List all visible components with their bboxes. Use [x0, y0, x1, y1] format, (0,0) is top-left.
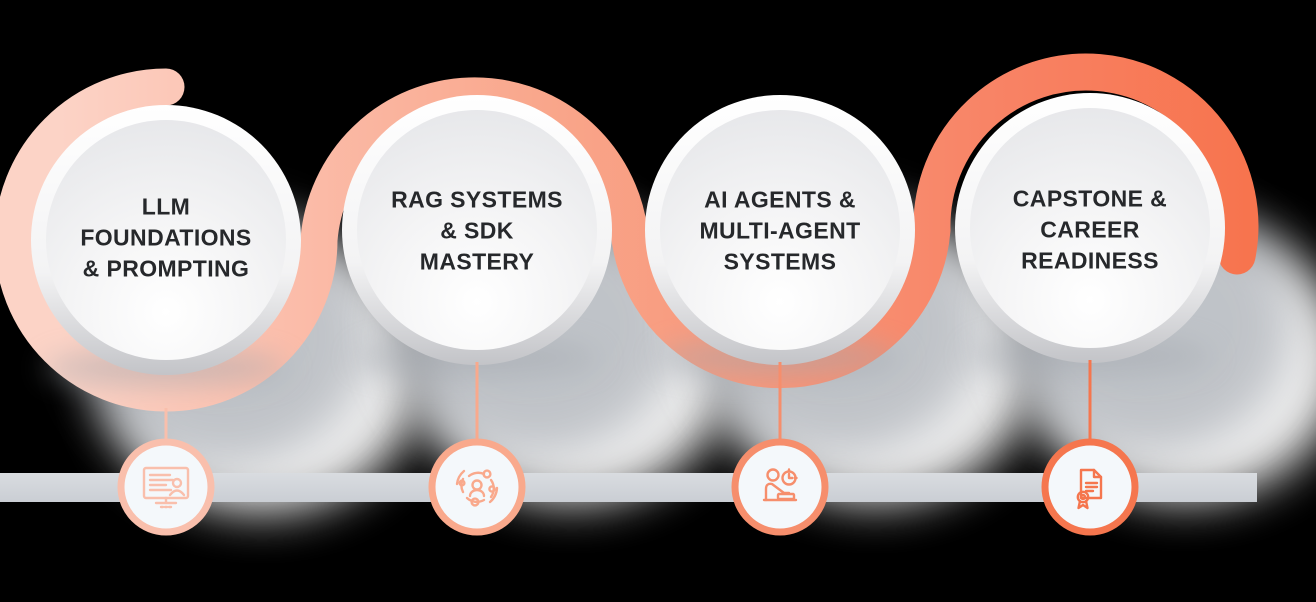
- stage-4-label: CAPSTONE & CAREER READINESS: [1012, 185, 1168, 274]
- stage-2-circle: [342, 95, 612, 376]
- presentation-screen-icon: [142, 466, 190, 509]
- stage-2-badge-ring: [428, 438, 526, 536]
- stage-4-circle: [955, 93, 1225, 374]
- multi-agent-orbit-icon: [455, 469, 499, 507]
- stage-3-circle: [645, 95, 915, 376]
- stage-3-label: AI AGENTS & MULTI-AGENT SYSTEMS: [699, 186, 861, 275]
- stage-1-disc: [46, 120, 286, 360]
- certificate-award-icon: [1076, 468, 1103, 510]
- stage-3-disc: [660, 110, 900, 350]
- stage-2-disc: [357, 110, 597, 350]
- stage-1-icon-badge: [117, 438, 215, 536]
- stage-3-icon-badge: [731, 438, 829, 536]
- stage-3-badge-ring: [731, 438, 829, 536]
- stage-2-icon-badge: [428, 438, 526, 536]
- stage-1-circle: [31, 105, 301, 386]
- person-desk-clock-icon: [762, 468, 798, 502]
- stage-1-badge-ring: [117, 438, 215, 536]
- stage-2-label: RAG SYSTEMS & SDK MASTERY: [391, 186, 563, 275]
- stage-1-label: LLM FOUNDATIONS & PROMPTING: [80, 193, 252, 282]
- stage-4-disc: [970, 108, 1210, 348]
- stage-4-icon-badge: [1041, 438, 1139, 536]
- progress-ribbon: [0, 53, 1259, 412]
